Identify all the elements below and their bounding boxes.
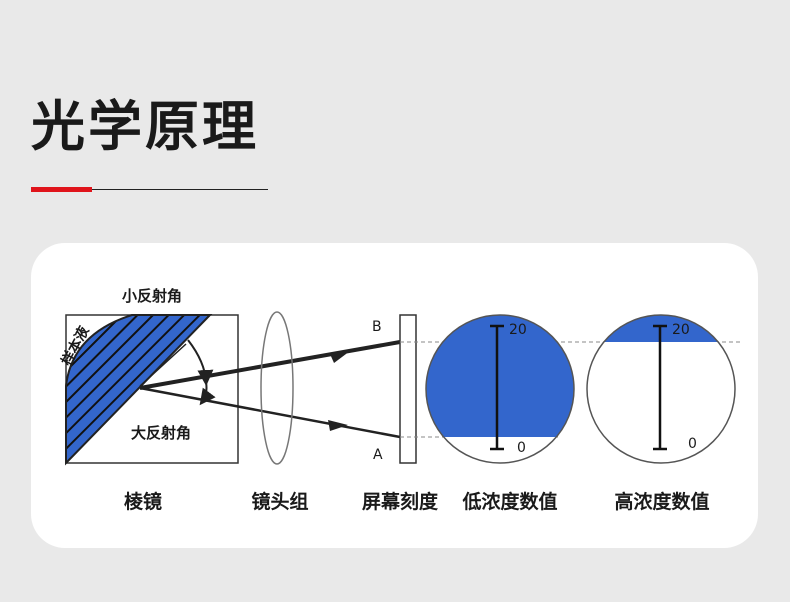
- lens: [260, 311, 294, 465]
- title-accent-bar: [31, 187, 92, 192]
- low-scale-bottom: 0: [517, 440, 526, 456]
- high-scale-top: 20: [672, 322, 690, 338]
- screen-scale-caption: 屏幕刻度: [362, 490, 439, 513]
- ray-to-b: [139, 340, 401, 390]
- prism-caption: 棱镜: [124, 490, 162, 513]
- low-scale-top: 20: [509, 322, 527, 338]
- high-concentration-gauge: [586, 314, 736, 464]
- point-b-label: B: [372, 319, 382, 335]
- small-angle-label: 小反射角: [122, 287, 182, 305]
- point-a-label: A: [373, 447, 383, 463]
- ray-b-arrowhead: [330, 351, 350, 363]
- screen: [399, 314, 417, 464]
- ray-to-a: [139, 386, 401, 439]
- small-angle-pointer: [139, 343, 187, 387]
- angle-arc-arrow: [187, 339, 214, 386]
- low-concentration-gauge: [425, 314, 575, 464]
- ray-a-arrowhead: [328, 420, 348, 431]
- page-title: 光学原理: [31, 95, 259, 158]
- lens-group-caption: 镜头组: [251, 490, 308, 513]
- high-concentration-caption: 高浓度数值: [614, 490, 709, 513]
- low-shaded-region: [426, 315, 574, 437]
- sample-liquid-area: [65, 314, 213, 466]
- low-concentration-caption: 低浓度数值: [461, 490, 557, 513]
- title-underline: [92, 189, 268, 190]
- large-angle-label: 大反射角: [131, 424, 191, 442]
- high-scale-bottom: 0: [688, 436, 697, 452]
